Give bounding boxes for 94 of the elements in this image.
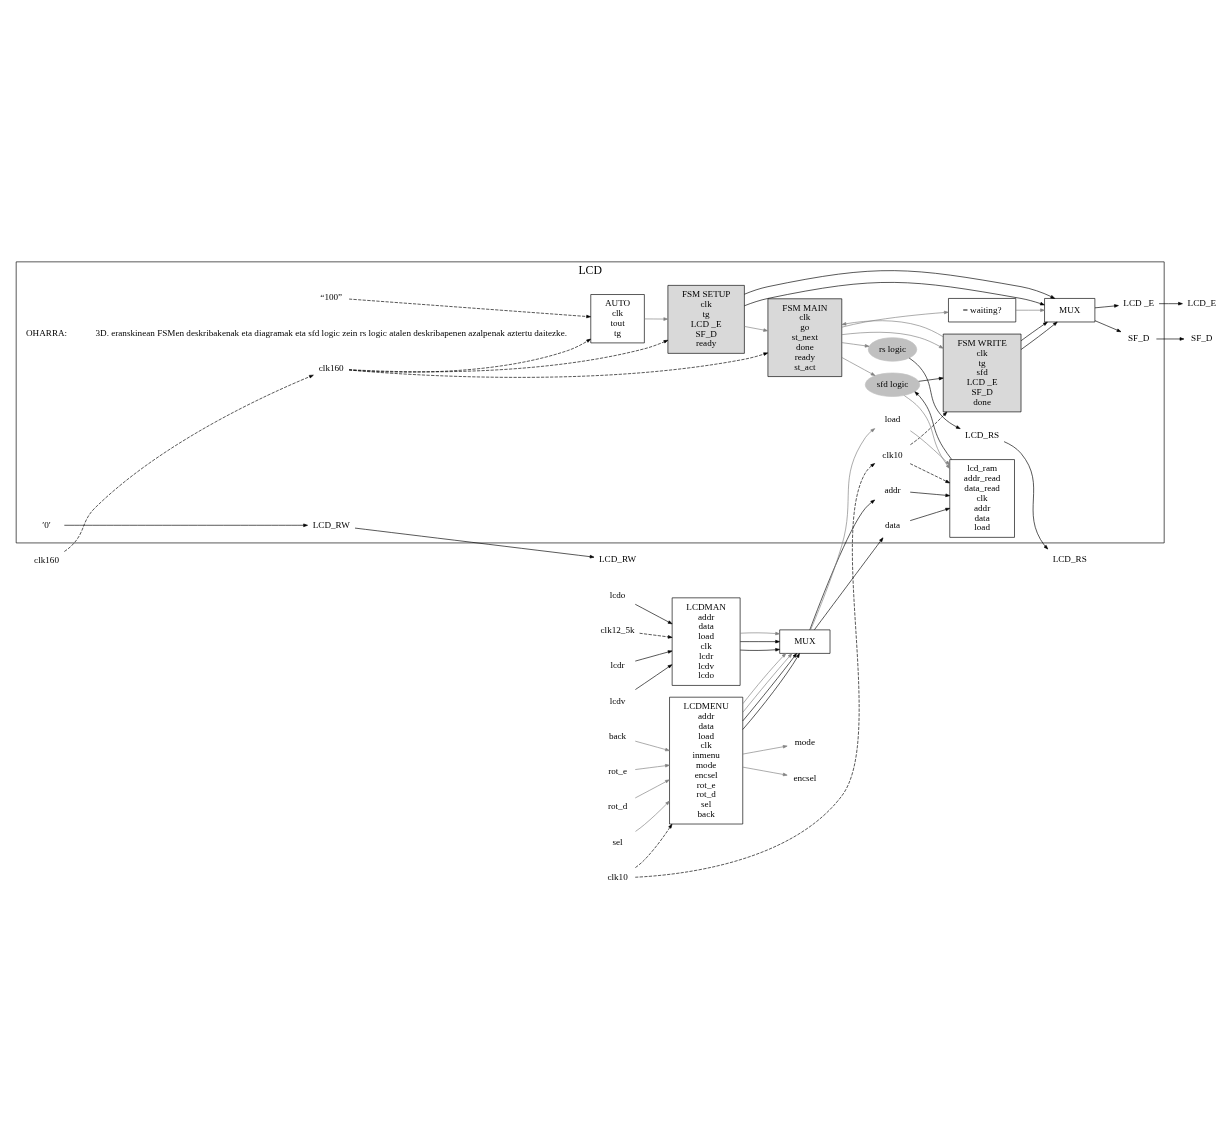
arrow: [1020, 321, 1058, 350]
node-text: mode: [794, 737, 816, 748]
node-box: MUX: [1044, 298, 1096, 323]
node-text: sel: [612, 836, 623, 847]
arrow: [1094, 304, 1119, 309]
node-text: lcdr: [610, 660, 625, 671]
node-text: clk10: [882, 449, 903, 460]
arrow: [742, 653, 787, 705]
node-text: LCD_E: [1187, 298, 1216, 309]
node-text: clk10: [607, 872, 628, 883]
node-ellipse: rs logic: [867, 337, 918, 362]
arrow: [841, 357, 876, 376]
arrow: [644, 317, 669, 321]
arrow: [1020, 321, 1048, 341]
arrow: [810, 428, 876, 630]
arrow: [903, 395, 950, 469]
arrow: [740, 639, 780, 644]
node-text: LCD _E: [1123, 298, 1155, 309]
node-text: data: [884, 520, 901, 531]
arrow: [740, 648, 780, 652]
label: OHARRA:: [26, 327, 68, 338]
node-text: “100”: [320, 292, 343, 303]
arrow: [742, 766, 788, 777]
arrow: [909, 491, 950, 497]
arrow: [634, 779, 670, 799]
node-text: clk160: [318, 362, 344, 373]
node-text: LCD_RW: [312, 519, 350, 530]
arrow: [1003, 441, 1049, 550]
node-text: ′0′: [42, 519, 51, 530]
arrow: [1158, 302, 1183, 306]
arrow: [918, 376, 944, 382]
arrow: [809, 499, 876, 631]
arrow: [841, 320, 944, 338]
node-text: back: [608, 730, 627, 741]
node-text: clk12_5k: [600, 624, 635, 635]
arrow: [639, 632, 673, 639]
node-box: LCDMAN addr data load clk lcdr lcdv lcdo: [671, 597, 741, 686]
arrow: [634, 764, 670, 770]
arrow: [64, 374, 314, 552]
arrow: [635, 664, 673, 690]
node-text: SF_D: [1191, 333, 1213, 344]
node-text: lcdo: [609, 589, 626, 600]
arrow: [634, 650, 673, 662]
node-box: FSM MAIN clk go st_next done ready st_act: [767, 298, 843, 377]
arrow: [348, 339, 669, 373]
node-text: LCD_RS: [1052, 554, 1087, 565]
arrow: [1015, 308, 1045, 312]
arrow: [742, 653, 797, 722]
arrow: [634, 603, 673, 625]
arrow: [348, 298, 591, 319]
arrow: [635, 823, 673, 868]
node-box: lcd_ram addr_read data_read clk addr data load: [949, 459, 1015, 538]
arrow: [910, 411, 948, 445]
arrow: [742, 653, 793, 713]
node-text: rot_d: [607, 801, 628, 812]
arrow: [908, 357, 961, 429]
node-text: LCD_RW: [599, 554, 637, 565]
node-box: MUX: [779, 629, 831, 654]
node-box: FSM WRITE clk tg sfd LCD _E SF_D done: [942, 333, 1022, 413]
arrow: [634, 740, 670, 752]
arrow: [740, 631, 780, 636]
node-text: addr: [884, 485, 901, 496]
arrow: [744, 326, 768, 332]
node-text: load: [884, 414, 901, 425]
node-box: FSM SETUP clk tg LCD _E SF_D ready: [667, 285, 745, 354]
arrow: [841, 331, 944, 349]
arrow: [1156, 337, 1185, 341]
arrow: [348, 352, 769, 378]
arrow: [744, 270, 1056, 299]
node-text: lcdv: [609, 695, 626, 706]
arrow: [841, 342, 870, 348]
arrow: [64, 523, 308, 527]
arrow: [744, 282, 1045, 307]
node-box: LCDMENU addr data load clk inmenu mode encsel rot_e rot_d sel back: [669, 696, 744, 825]
arrow: [742, 745, 788, 755]
arrow: [814, 537, 884, 630]
arrow: [634, 463, 875, 878]
node-text: clk160: [34, 555, 60, 565]
arrow: [841, 310, 949, 328]
arrow: [909, 463, 950, 484]
node-box: = waiting?: [948, 298, 1017, 323]
node-text: rot_e: [608, 766, 627, 777]
arrow: [909, 507, 950, 521]
label: 3D. eranskinean FSMen deskribakenak eta diagramak eta sfd logic zein rs logic atalen deskribapenen azalpenak aztertu daitezke.: [95, 327, 568, 338]
node-box: AUTO clk tout tg: [590, 294, 645, 344]
arrow: [635, 800, 670, 832]
arrow: [910, 430, 950, 466]
arrow: [742, 653, 800, 730]
arrow: [1094, 320, 1122, 333]
node-text: encsel: [793, 772, 817, 783]
arrow: [354, 527, 595, 559]
node-text: LCD_RS: [965, 430, 1000, 441]
arrow: [914, 391, 952, 460]
node-text: SF_D: [1128, 333, 1150, 344]
